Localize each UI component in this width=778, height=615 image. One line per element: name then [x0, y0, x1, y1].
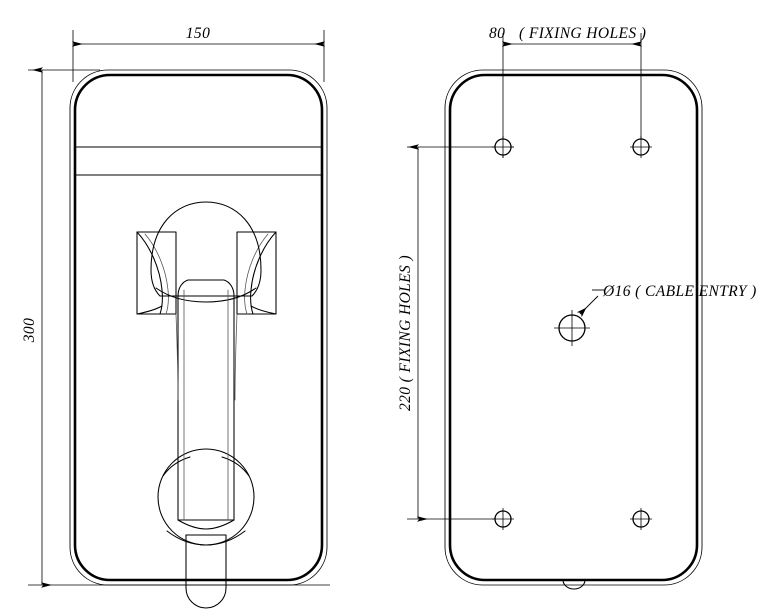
dimension-label-cable-entry: Ø16 ( CABLE ENTRY ) [602, 283, 757, 300]
dimension-label-fixing-holes-80: 80 [489, 25, 505, 42]
rear-bottom-nub-arc [562, 579, 586, 590]
handset-assembly [136, 201, 277, 546]
dimension-label-height-300: 300 [21, 318, 38, 343]
dimension-label-fixing-holes-note: ( FIXING HOLES ) [519, 25, 646, 42]
cradle-hook-left-inner-curve [136, 231, 163, 315]
rear-view-fixing-hole-extension-lines [502, 33, 642, 155]
handset-upper-bulb-underside [155, 287, 257, 303]
front-cable-gland [185, 534, 227, 609]
front-enclosure-trim-band [74, 146, 323, 176]
handset-upper-bulb [150, 201, 262, 297]
dimension-fixing-holes-80: 80 ( FIXING HOLES ) [489, 25, 646, 47]
front-view-group: 150 300 [21, 25, 330, 609]
cradle-hook-right-body [236, 231, 277, 315]
cradle-hook-left-inner-curve-2 [144, 233, 169, 315]
rear-bottom-nub [562, 579, 586, 590]
fixing-hole-bottom-left [492, 508, 514, 530]
front-view-width-extension-lines [72, 30, 325, 82]
fixing-hole-bottom-right [630, 508, 652, 530]
cable-gland-body [185, 534, 227, 609]
rear-enclosure-outline [448, 73, 699, 582]
handle-seam-left [175, 313, 179, 401]
cradle-hook-left-foot [136, 305, 163, 315]
handle-seam-right [234, 313, 238, 401]
dimension-label-fixing-holes-220: 220 ( FIXING HOLES ) [397, 255, 414, 411]
cable-entry-leader-line [576, 295, 599, 318]
handset-lower-bulb [157, 448, 255, 546]
dimension-width-150: 150 [72, 25, 325, 47]
rear-enclosure-outer-edge [444, 69, 703, 586]
cradle-hook-left-body [136, 231, 177, 315]
front-enclosure-outline [73, 73, 324, 582]
front-enclosure-outer-edge [69, 69, 328, 586]
cable-entry-hole [554, 310, 590, 346]
cradle-hook-right-inner-curve-2 [244, 233, 269, 315]
handset-handle-bottom [177, 519, 235, 530]
handset-handle [177, 279, 235, 521]
rear-view-vertical-extension-lines [407, 146, 500, 520]
cable-entry-leader: Ø16 ( CABLE ENTRY ) [576, 283, 757, 318]
fixing-hole-top-right [630, 136, 652, 158]
dimension-label-width-150: 150 [186, 25, 210, 42]
rear-view-group: 80 ( FIXING HOLES ) 220 ( FIXING HOLES ) [397, 25, 757, 590]
handset-lower-bulb-base-curve [166, 530, 246, 546]
cradle-hook-right-foot [250, 305, 277, 315]
fixing-hole-top-left [492, 136, 514, 158]
cradle-hook-right-inner-curve [250, 231, 277, 315]
dimension-fixing-holes-220: 220 ( FIXING HOLES ) [397, 144, 428, 522]
handset-lower-bulb-highlight-right [221, 456, 250, 477]
dimension-height-300: 300 [21, 67, 52, 588]
handset-lower-bulb-highlight-left [162, 456, 191, 477]
